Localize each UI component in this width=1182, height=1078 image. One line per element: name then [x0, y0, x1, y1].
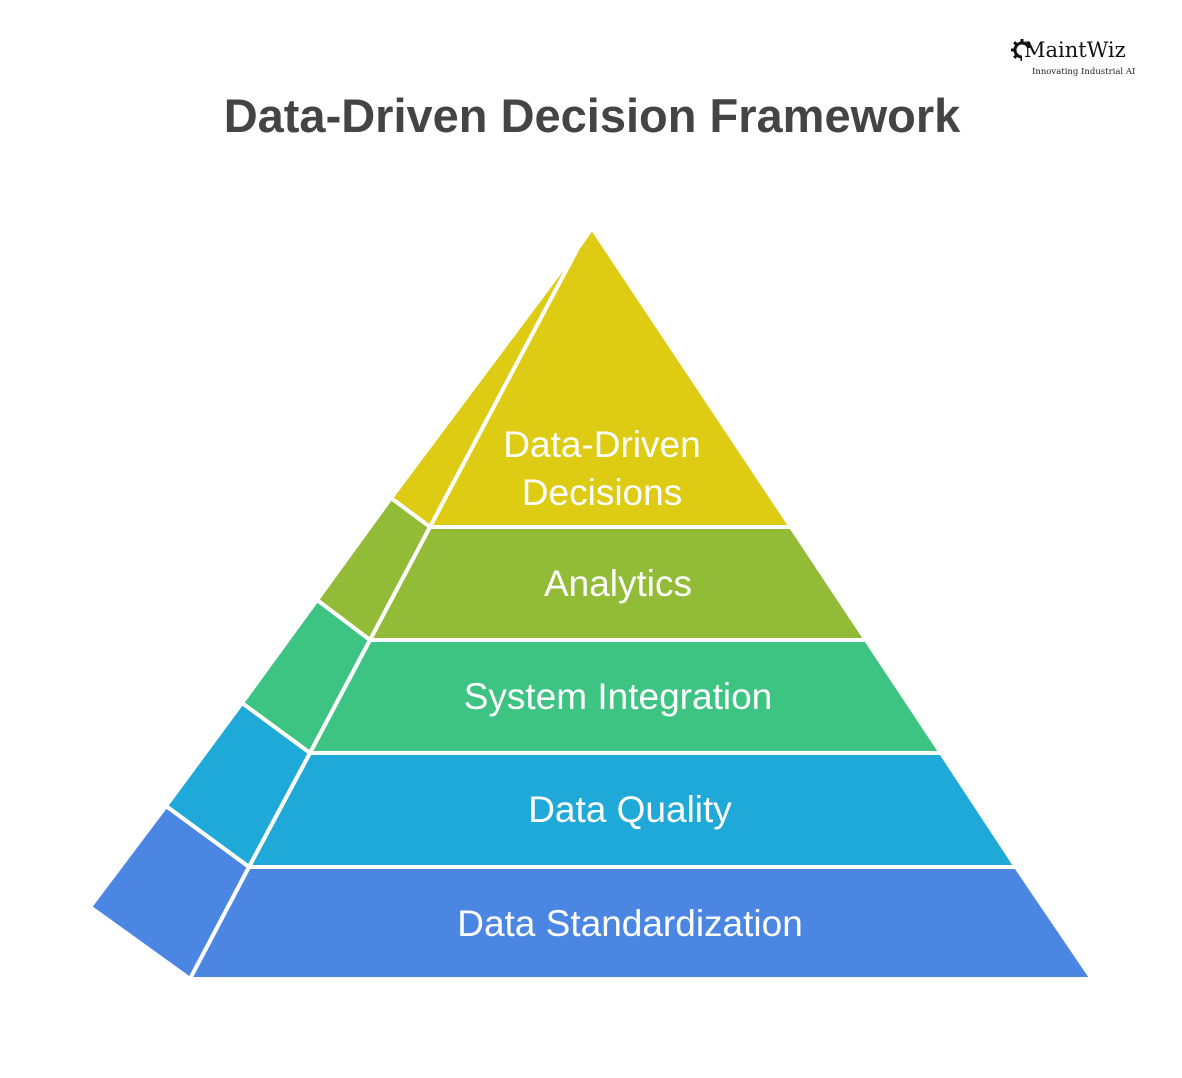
level-5-label: Data-Driven Decisions — [452, 421, 752, 517]
gear-icon — [1011, 39, 1034, 62]
level-5-label-line1: Data-Driven — [503, 424, 701, 465]
level-3-label: System Integration — [463, 676, 773, 717]
logo-tagline: Innovating Industrial AI — [1032, 67, 1136, 77]
level-5-label-line2: Decisions — [521, 472, 683, 513]
level-1-label: Data Standardization — [457, 903, 803, 944]
level-4-label: Analytics — [543, 563, 693, 604]
pyramid-front-level-1 — [186, 865, 1096, 981]
level-2-label: Data Quality — [528, 789, 732, 830]
page-title: Data-Driven Decision Framework — [223, 89, 961, 142]
brand-logo: MaintWiz Innovating Industrial AI — [1006, 34, 1146, 84]
logo-name: MaintWiz — [1024, 38, 1126, 62]
